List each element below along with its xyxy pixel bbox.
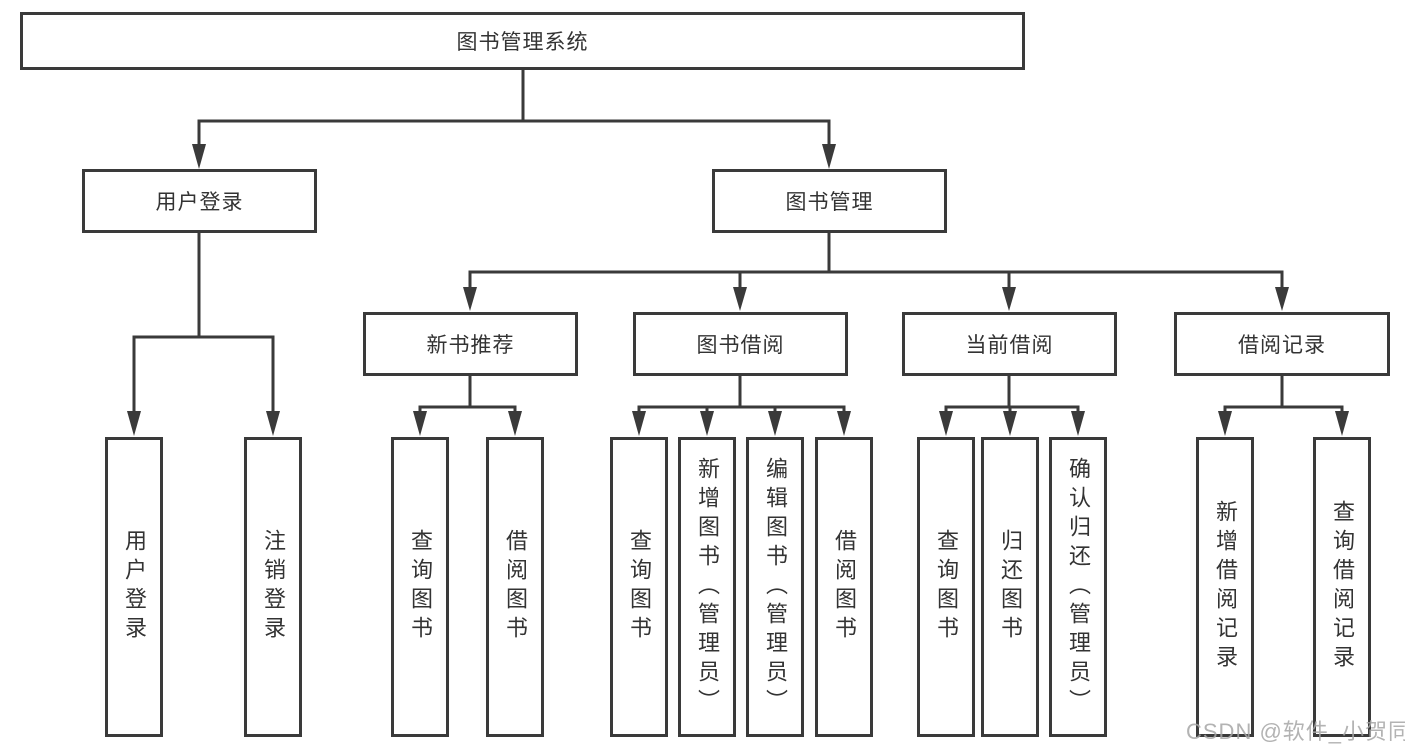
node-leaf-edit-books-admin: 编辑图书（管理员） [746,437,804,737]
node-leaf-confirm-return-admin: 确认归还（管理员） [1049,437,1107,737]
node-book-management: 图书管理 [712,169,947,233]
connector-book-management-to-level2 [463,230,1289,311]
node-root: 图书管理系统 [20,12,1025,70]
arrowhead-icon [1218,411,1232,436]
node-label: 新增图书（管理员） [695,456,720,718]
node-leaf-query-borrow-record: 查询借阅记录 [1313,437,1371,737]
arrowhead-icon [413,411,427,436]
node-leaf-borrow-books-recommend: 借阅图书 [486,437,544,737]
node-label: 注销登录 [261,529,286,645]
connector-borrowing-records-to-leaves [1218,374,1349,436]
node-leaf-add-books-admin: 新增图书（管理员） [678,437,736,737]
arrowhead-icon [700,411,714,436]
node-current-borrowing: 当前借阅 [902,312,1117,376]
node-label: 图书管理 [785,191,874,214]
node-leaf-borrow-books: 借阅图书 [815,437,873,737]
arrowhead-icon [1002,287,1016,311]
node-label: 新增借阅记录 [1213,500,1238,674]
arrowhead-icon [768,411,782,436]
node-label: 图书借阅 [696,334,785,357]
node-leaf-return-books: 归还图书 [981,437,1039,737]
arrowhead-icon [822,144,836,169]
node-label: 归还图书 [998,529,1023,645]
node-new-book-recommend: 新书推荐 [363,312,578,376]
arrowhead-icon [463,287,477,311]
arrowhead-icon [632,411,646,436]
connector-user-login-to-leaves [127,230,280,436]
node-label: 借阅记录 [1238,334,1326,357]
node-borrowing-records: 借阅记录 [1174,312,1390,376]
node-label: 编辑图书（管理员） [763,456,788,718]
arrowhead-icon [1003,411,1017,436]
arrowhead-icon [837,411,851,436]
watermark-text: CSDN @软件_小贺同学 [1186,719,1405,744]
connector-book-borrowing-to-leaves [632,374,851,436]
arrowhead-icon [1071,411,1085,436]
node-label: 借阅图书 [832,529,857,645]
node-label: 借阅图书 [503,529,528,645]
arrowhead-icon [266,411,280,436]
node-label: 确认归还（管理员） [1066,456,1091,718]
node-label: 查询借阅记录 [1330,500,1355,674]
node-leaf-query-books-borrowing: 查询图书 [610,437,668,737]
connector-new-book-recommend-to-leaves [413,374,522,436]
arrowhead-icon [508,411,522,436]
node-label: 当前借阅 [965,334,1054,357]
node-label: 用户登录 [122,529,147,645]
arrowhead-icon [192,144,206,169]
node-user-login: 用户登录 [82,169,317,233]
node-label: 图书管理系统 [456,31,589,54]
node-label: 查询图书 [408,529,433,645]
node-label: 新书推荐 [426,334,515,357]
arrowhead-icon [939,411,953,436]
node-book-borrowing: 图书借阅 [633,312,848,376]
arrowhead-icon [1275,287,1289,311]
arrowhead-icon [127,411,141,436]
node-leaf-logout: 注销登录 [244,437,302,737]
node-leaf-query-books-recommend: 查询图书 [391,437,449,737]
connector-current-borrowing-to-leaves [939,374,1085,436]
node-label: 查询图书 [627,529,652,645]
arrowhead-icon [733,287,747,311]
connector-root-to-level1 [192,67,836,169]
node-label: 查询图书 [934,529,959,645]
node-leaf-user-login: 用户登录 [105,437,163,737]
node-leaf-add-borrow-record: 新增借阅记录 [1196,437,1254,737]
node-leaf-query-books-current: 查询图书 [917,437,975,737]
arrowhead-icon [1335,411,1349,436]
node-label: 用户登录 [155,191,244,214]
